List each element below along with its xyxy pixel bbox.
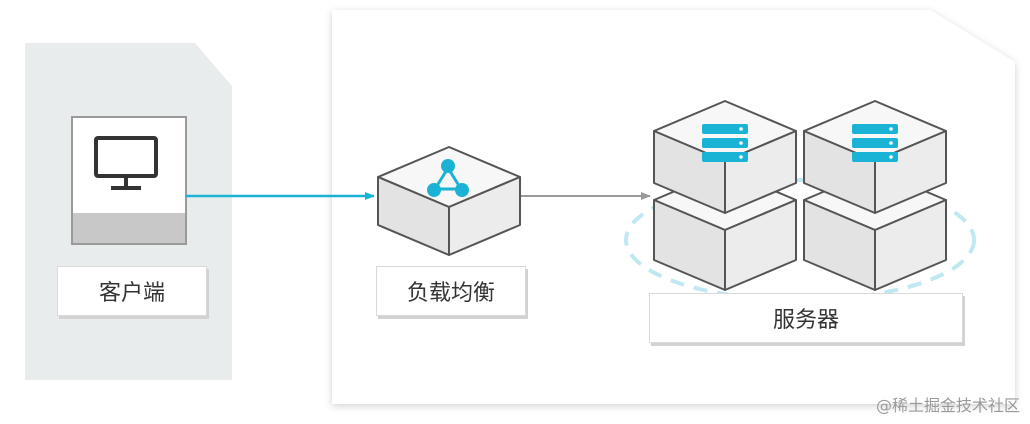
load-balancer-label-text: 负载均衡 xyxy=(406,281,495,306)
monitor-icon xyxy=(94,136,158,190)
server-stack-icon xyxy=(852,124,898,162)
servers-label: 服务器 xyxy=(649,293,963,343)
client-label-text: 客户端 xyxy=(98,281,165,306)
servers-label-text: 服务器 xyxy=(772,308,839,333)
client-card xyxy=(71,116,187,245)
watermark: @稀土掘金技术社区 xyxy=(875,396,1020,415)
load-balancer-cube xyxy=(377,146,521,256)
load-balancer-label: 负载均衡 xyxy=(376,266,526,316)
client-label: 客户端 xyxy=(57,266,207,316)
network-nodes-icon xyxy=(427,159,469,197)
server-stack-icon xyxy=(702,124,748,162)
